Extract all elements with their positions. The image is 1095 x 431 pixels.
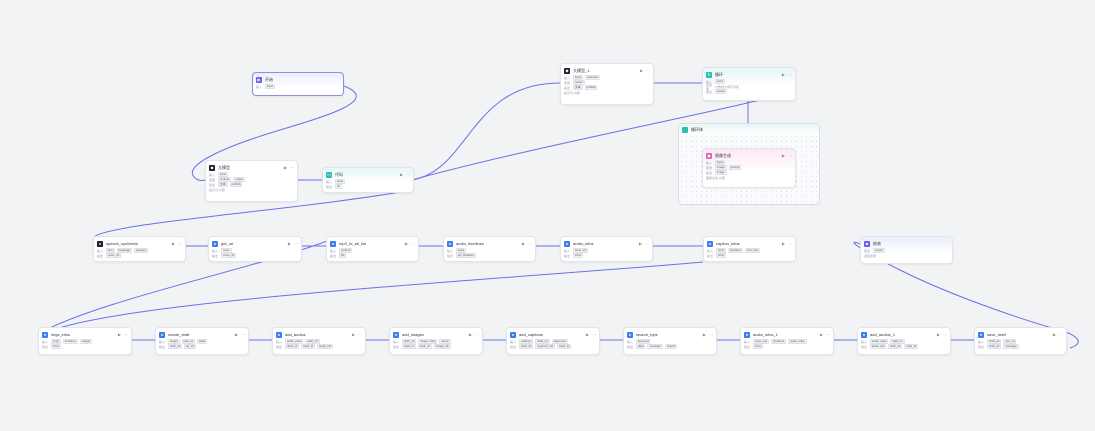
more-icon[interactable]: ··· (241, 332, 245, 337)
plugin-icon: ● (447, 240, 453, 247)
end-icon: ■ (864, 240, 870, 247)
edge-n6-m1 (44, 261, 704, 334)
start-icon: ▶ (256, 76, 262, 83)
plugin-icon: ● (510, 331, 516, 338)
plugin-icon: ● (212, 240, 218, 247)
more-icon[interactable]: ··· (475, 332, 479, 337)
more-icon[interactable]: ··· (646, 68, 650, 73)
plugin-icon: ● (564, 240, 570, 247)
more-icon[interactable]: ··· (124, 332, 128, 337)
more-icon[interactable]: ··· (358, 332, 362, 337)
more-icon[interactable]: ··· (645, 241, 649, 246)
more-icon[interactable]: ··· (406, 172, 410, 177)
run-icon[interactable]: ▶ (639, 68, 643, 73)
plugin-icon: ● (861, 331, 867, 338)
more-icon[interactable]: ··· (943, 332, 947, 337)
run-icon[interactable]: ▶ (399, 172, 403, 177)
plugin-icon: ● (393, 331, 399, 338)
more-icon[interactable]: ··· (788, 241, 792, 246)
run-icon[interactable]: ▶ (351, 332, 355, 337)
run-icon[interactable]: ▶ (936, 332, 940, 337)
more-icon[interactable]: ··· (411, 241, 415, 246)
run-icon[interactable]: ▶ (819, 332, 823, 337)
run-icon[interactable]: ▶ (781, 153, 785, 158)
run-icon[interactable]: ▶ (781, 72, 785, 77)
plugin-icon: ● (744, 331, 750, 338)
more-icon[interactable]: ··· (178, 241, 182, 246)
run-icon[interactable]: ▶ (781, 241, 785, 246)
run-icon[interactable]: ▶ (1052, 332, 1056, 337)
run-icon[interactable]: ▶ (585, 332, 589, 337)
more-icon[interactable]: ··· (1059, 332, 1063, 337)
more-icon[interactable]: ··· (788, 72, 792, 77)
llm-icon: ◆ (209, 164, 215, 171)
run-icon[interactable]: ▶ (702, 332, 706, 337)
more-icon[interactable]: ··· (592, 332, 596, 337)
run-icon[interactable]: ▶ (638, 241, 642, 246)
plugin-icon: ● (330, 240, 336, 247)
run-icon[interactable]: ▶ (117, 332, 121, 337)
image-icon: ▣ (706, 152, 712, 159)
plugin-icon: ● (978, 331, 984, 338)
run-icon[interactable]: ▶ (234, 332, 238, 337)
run-icon[interactable]: ▶ (521, 241, 525, 246)
loop-body-icon (682, 126, 688, 133)
more-icon[interactable]: ··· (709, 332, 713, 337)
plugin-icon: ● (276, 331, 282, 338)
more-icon[interactable]: ··· (528, 241, 532, 246)
plugin-icon: ● (707, 240, 713, 247)
plugin-icon: ● (159, 331, 165, 338)
llm-icon: ◆ (564, 67, 570, 74)
plugin-icon: ● (627, 331, 633, 338)
run-icon[interactable]: ▶ (287, 241, 291, 246)
loop-icon: ↻ (706, 71, 712, 78)
more-icon[interactable]: ··· (788, 153, 792, 158)
edge-code1-llm2 (411, 82, 561, 181)
plugin-icon: ● (97, 240, 103, 247)
run-icon[interactable]: ▶ (404, 241, 408, 246)
plugin-icon: ● (42, 331, 48, 338)
run-icon[interactable]: ▶ (283, 165, 287, 170)
node-title: 开始 (265, 76, 273, 82)
run-icon[interactable]: ▶ (468, 332, 472, 337)
more-icon[interactable]: ··· (294, 241, 298, 246)
more-icon[interactable]: ··· (290, 165, 294, 170)
code-icon: <> (326, 171, 332, 178)
run-icon[interactable]: ▶ (171, 241, 175, 246)
more-icon[interactable]: ··· (826, 332, 830, 337)
